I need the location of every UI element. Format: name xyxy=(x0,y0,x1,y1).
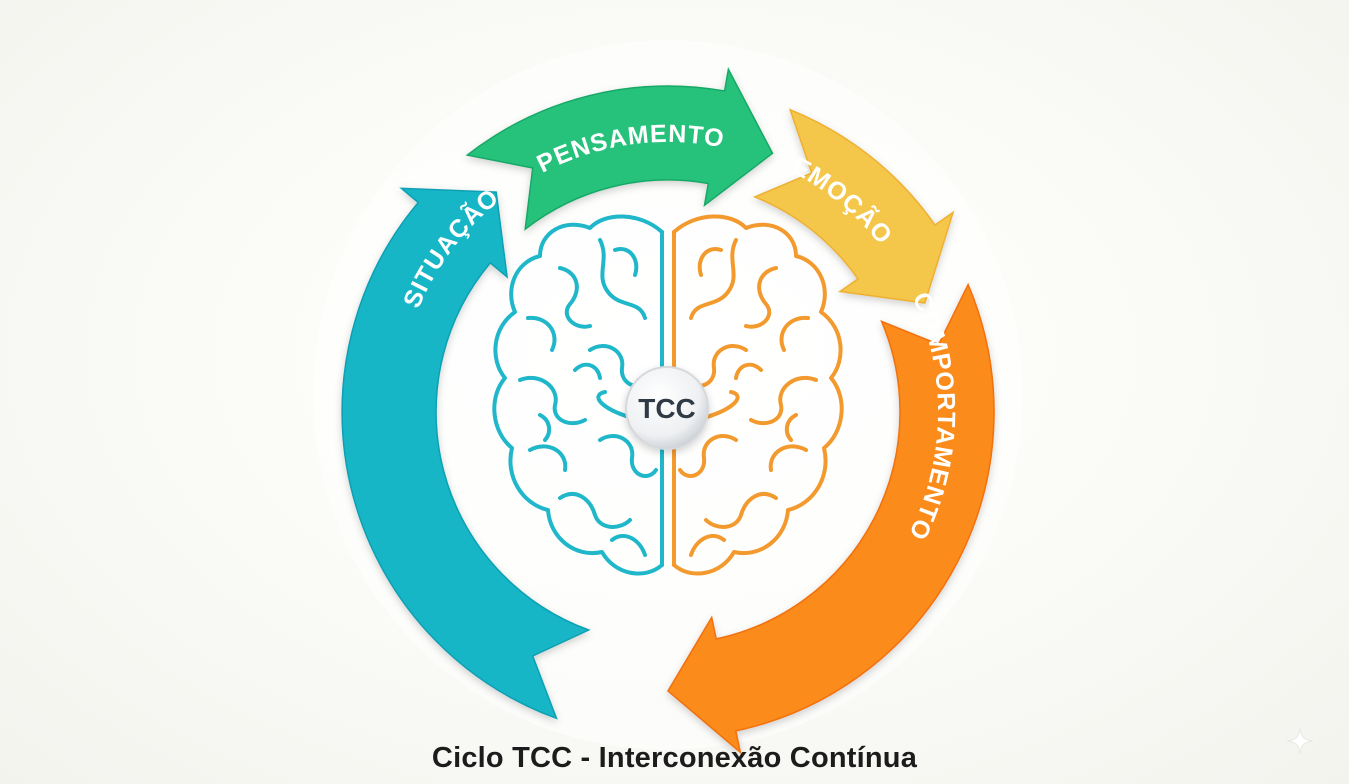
segment-comportamento-arrow xyxy=(667,282,995,755)
diagram-caption: Ciclo TCC - Interconexão Contínua xyxy=(431,742,918,774)
segment-pensamento-arrow xyxy=(465,67,774,231)
segment-emocao-arrow xyxy=(752,108,955,304)
segment-situacao-arrow xyxy=(341,187,591,720)
brain-icon xyxy=(492,214,844,576)
center-badge xyxy=(625,366,709,450)
center-label: TCC xyxy=(638,393,696,424)
sparkle-icon xyxy=(1287,728,1313,754)
cycle-ring xyxy=(341,67,995,755)
